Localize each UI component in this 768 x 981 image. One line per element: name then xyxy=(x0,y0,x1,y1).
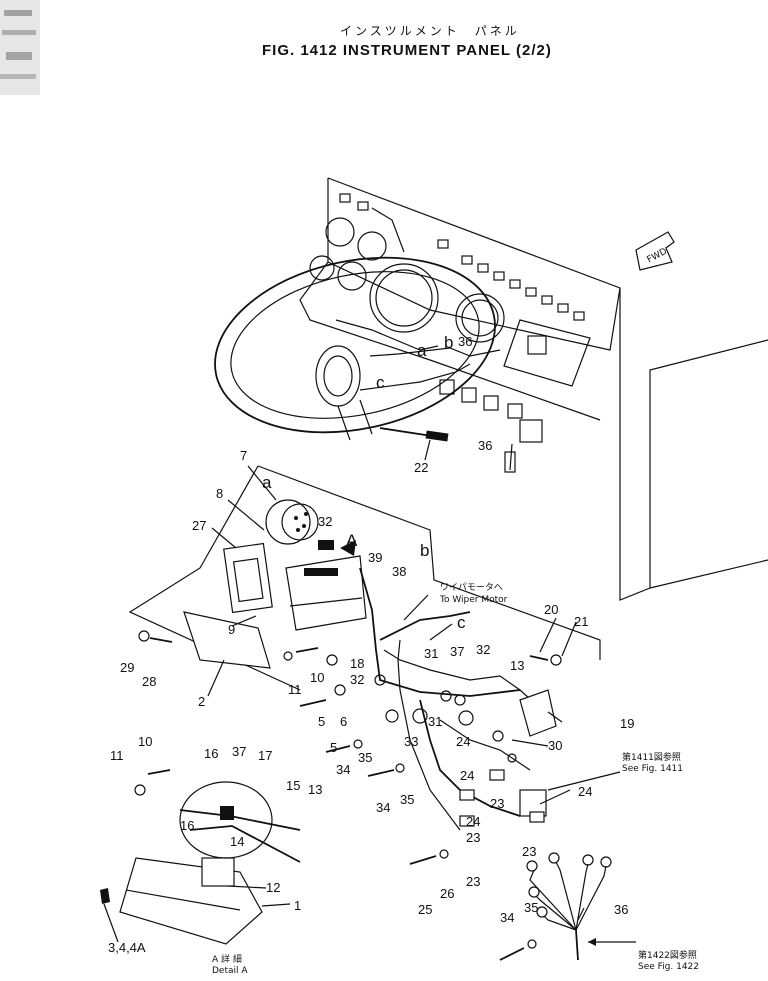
part-34-b: 34 xyxy=(376,800,390,815)
part-36-key: 36 xyxy=(478,438,492,453)
exploded-view xyxy=(128,465,601,831)
part-30: 30 xyxy=(548,738,562,753)
part-16-low: 16 xyxy=(180,818,194,833)
part-13-detail: 13 xyxy=(308,782,322,797)
callout-a-mid: a xyxy=(262,473,272,492)
detail-a-label-en: Detail A xyxy=(212,966,248,976)
part-21: 21 xyxy=(574,614,588,629)
part-11-mid: 11 xyxy=(288,682,302,697)
part-29: 29 xyxy=(120,660,134,675)
detail-a-label-jp: A 詳 細 xyxy=(212,953,242,965)
part-19: 19 xyxy=(620,716,634,731)
part-34-c: 34 xyxy=(500,910,514,925)
part-5b: 5 xyxy=(330,740,337,755)
note-fig1411-jp: 第1411図参照 xyxy=(622,751,681,763)
note-fig1411-en: See Fig. 1411 xyxy=(622,764,683,774)
leader-lines xyxy=(103,465,621,943)
part-31-b: 31 xyxy=(428,714,442,729)
part-9: 9 xyxy=(228,622,235,637)
note-wiper-jp: ワイパモータへ xyxy=(440,582,503,593)
part-28: 28 xyxy=(142,674,156,689)
part-12: 12 xyxy=(266,880,280,895)
part-36-top: 36 xyxy=(458,334,472,349)
part-34-a: 34 xyxy=(336,762,350,777)
part-11-detail: 11 xyxy=(110,748,124,763)
part-33: 33 xyxy=(404,734,418,749)
detail-a-drawing xyxy=(100,769,301,945)
part-23-d: 23 xyxy=(466,874,480,889)
part-36-harness: 36 xyxy=(614,902,628,917)
part-13-mid: 13 xyxy=(510,658,524,673)
part-15: 15 xyxy=(286,778,300,793)
note-fig1422-jp: 第1422図参照 xyxy=(638,949,697,961)
part-24-c: 24 xyxy=(466,814,480,829)
part-32-right: 32 xyxy=(476,642,490,657)
callout-c-mid: c xyxy=(457,613,466,632)
part-26: 26 xyxy=(440,886,454,901)
part-39: 39 xyxy=(368,550,382,565)
part-32-mid: 32 xyxy=(318,514,332,529)
part-5: 5 xyxy=(318,714,325,729)
part-16-top: 16 xyxy=(204,746,218,761)
part-23-c: 23 xyxy=(522,844,536,859)
part-32-lower: 32 xyxy=(350,672,364,687)
part-22: 22 xyxy=(414,460,428,475)
part-24-d: 24 xyxy=(578,784,592,799)
callout-c-top: c xyxy=(376,373,385,392)
callout-detail-a: A xyxy=(346,531,358,550)
part-35-b: 35 xyxy=(400,792,414,807)
part-20: 20 xyxy=(544,602,558,617)
bolts xyxy=(138,630,562,961)
part-2: 2 xyxy=(198,694,205,709)
part-37-detail: 37 xyxy=(232,744,246,759)
part-6: 6 xyxy=(340,714,347,729)
fwd-marker: FWD xyxy=(646,247,669,266)
part-17: 17 xyxy=(258,748,272,763)
part-24-a: 24 xyxy=(456,734,470,749)
title-japanese: インスツルメント パネル xyxy=(340,24,520,38)
callout-b-mid: b xyxy=(420,541,429,560)
part-31-a: 31 xyxy=(424,646,438,661)
instrument-panel-assembly xyxy=(214,177,768,601)
part-8: 8 xyxy=(216,486,223,501)
figure-title: FIG. 1412 INSTRUMENT PANEL (2/2) xyxy=(262,42,552,59)
part-25: 25 xyxy=(418,902,432,917)
part-37-a: 37 xyxy=(450,644,464,659)
part-7: 7 xyxy=(240,448,247,463)
part-38: 38 xyxy=(392,564,406,579)
part-3-4-4a: 3,4,4A xyxy=(108,940,146,955)
part-18: 18 xyxy=(350,656,364,671)
note-fig1422-en: See Fig. 1422 xyxy=(638,962,699,972)
part-27: 27 xyxy=(192,518,206,533)
part-14: 14 xyxy=(230,834,244,849)
note-wiper-en: To Wiper Motor xyxy=(439,595,508,605)
part-23-b: 23 xyxy=(466,830,480,845)
part-23-a: 23 xyxy=(490,796,504,811)
part-24-b: 24 xyxy=(460,768,474,783)
scan-noise xyxy=(0,0,40,95)
part-10-mid: 10 xyxy=(310,670,324,685)
callout-b-top: b xyxy=(444,333,453,352)
part-10-detail: 10 xyxy=(138,734,152,749)
callout-a-top: a xyxy=(417,341,427,360)
harness-36 xyxy=(526,852,636,961)
part-35-c: 35 xyxy=(524,900,538,915)
part-1: 1 xyxy=(294,898,301,913)
part-35-a: 35 xyxy=(358,750,372,765)
